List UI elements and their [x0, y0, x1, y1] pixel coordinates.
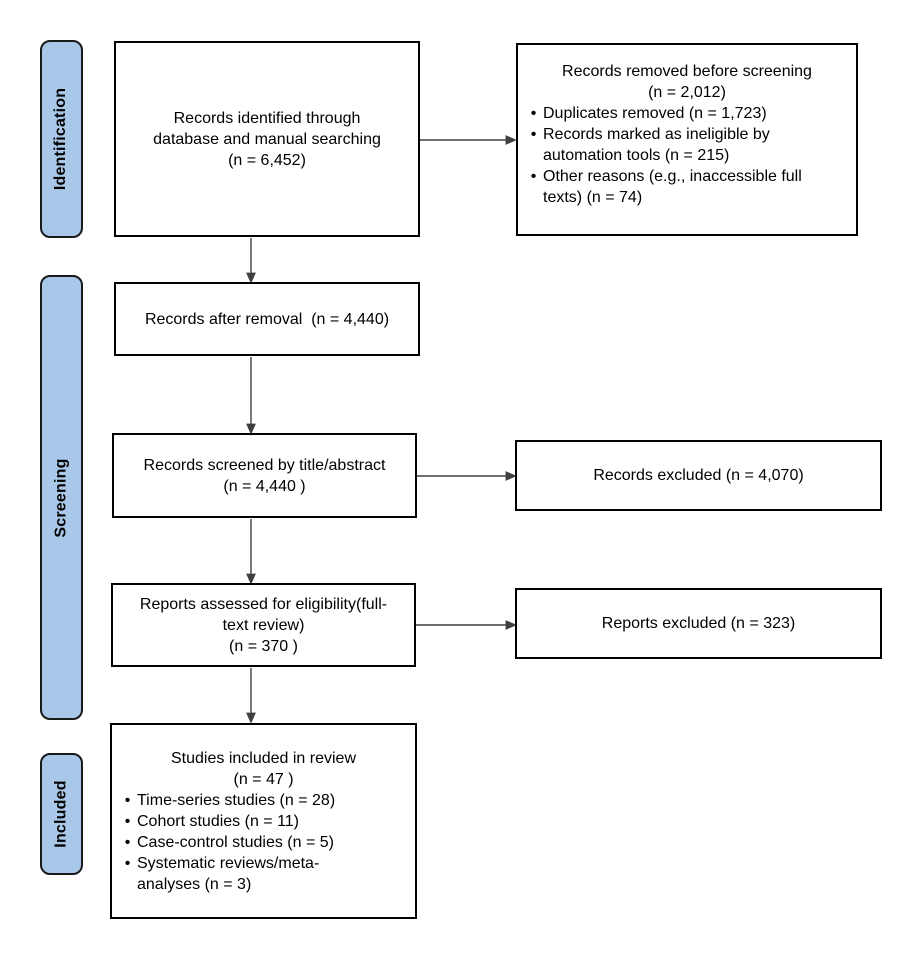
bullet-marker: • — [530, 126, 537, 143]
bullet-marker: • — [124, 791, 131, 809]
reports-assessed-count: (n = 370 ) — [229, 637, 298, 655]
records-identified-count: (n = 6,452) — [228, 151, 306, 169]
records-removed-title: Records removed before screening — [562, 63, 812, 80]
bullet-marker: • — [124, 854, 131, 872]
box-records-identified: Records identified through database and … — [114, 41, 420, 237]
bullet-item-time-series: • Time-series studies (n = 28) — [118, 790, 413, 811]
bullet-item-case-control: • Case-control studies (n = 5) — [118, 832, 413, 853]
bullet-item-systematic-reviews: • Systematic reviews/meta- analyses (n =… — [118, 853, 413, 895]
bullet-item-cohort: • Cohort studies (n = 11) — [118, 811, 413, 832]
stage-label-included: Included — [52, 780, 70, 848]
bullet-item-duplicates-removed: • Duplicates removed (n = 1,723) — [524, 103, 854, 124]
bullet-line: Duplicates removed (n = 1,723) — [543, 105, 767, 122]
bullet-marker: • — [124, 833, 131, 851]
bullet-line: automation tools (n = 215) — [543, 147, 730, 164]
bullet-item-ineligible-automation: • Records marked as ineligible by automa… — [524, 124, 854, 166]
bullet-line: Other reasons (e.g., inaccessible full — [543, 168, 802, 185]
bullet-line: texts) (n = 74) — [543, 189, 643, 206]
reports-assessed-line-2: text review) — [222, 616, 305, 634]
records-removed-count: (n = 2,012) — [648, 84, 726, 101]
studies-included-title: Studies included in review — [171, 749, 356, 767]
studies-included-bullet-list: • Time-series studies (n = 28) • Cohort … — [112, 790, 415, 895]
records-removed-bullet-list: • Duplicates removed (n = 1,723) • Recor… — [518, 103, 856, 208]
box-records-after-removal: Records after removal (n = 4,440) — [114, 282, 420, 356]
stage-bar-included: Included — [40, 753, 83, 875]
records-screened-line-1: Records screened by title/abstract — [143, 456, 386, 474]
studies-included-count: (n = 47 ) — [233, 770, 294, 788]
bullet-line: Time-series studies (n = 28) — [137, 791, 336, 809]
stage-label-identification: Identification — [52, 87, 70, 191]
bullet-marker: • — [124, 812, 131, 830]
box-records-removed-before-screening: Records removed before screening (n = 2,… — [516, 43, 858, 236]
box-records-excluded: Records excluded (n = 4,070) — [515, 440, 882, 511]
stage-bar-screening: Screening — [40, 275, 83, 720]
records-after-removal-text: Records after removal (n = 4,440) — [144, 310, 390, 328]
box-reports-assessed: Reports assessed for eligibility(full- t… — [111, 583, 416, 667]
records-screened-count: (n = 4,440 ) — [223, 477, 306, 495]
reports-excluded-text: Reports excluded (n = 323) — [601, 615, 796, 632]
stage-bar-identification: Identification — [40, 40, 83, 238]
bullet-line: Systematic reviews/meta- — [137, 854, 320, 872]
bullet-marker: • — [530, 105, 537, 122]
reports-assessed-line-1: Reports assessed for eligibility(full- — [139, 595, 388, 613]
stage-label-screening: Screening — [52, 457, 70, 538]
bullet-line: Case-control studies (n = 5) — [137, 833, 334, 851]
bullet-item-other-reasons: • Other reasons (e.g., inaccessible full… — [524, 166, 854, 208]
bullet-line: Records marked as ineligible by — [543, 126, 770, 143]
bullet-marker: • — [530, 168, 537, 185]
box-reports-excluded: Reports excluded (n = 323) — [515, 588, 882, 659]
box-studies-included: Studies included in review (n = 47 ) • T… — [110, 723, 417, 919]
box-records-screened: Records screened by title/abstract (n = … — [112, 433, 417, 518]
bullet-line: Cohort studies (n = 11) — [137, 812, 300, 830]
records-identified-line-2: database and manual searching — [153, 130, 381, 148]
bullet-line: analyses (n = 3) — [137, 875, 252, 893]
records-identified-line-1: Records identified through — [173, 109, 361, 127]
records-excluded-text: Records excluded (n = 4,070) — [593, 467, 804, 484]
